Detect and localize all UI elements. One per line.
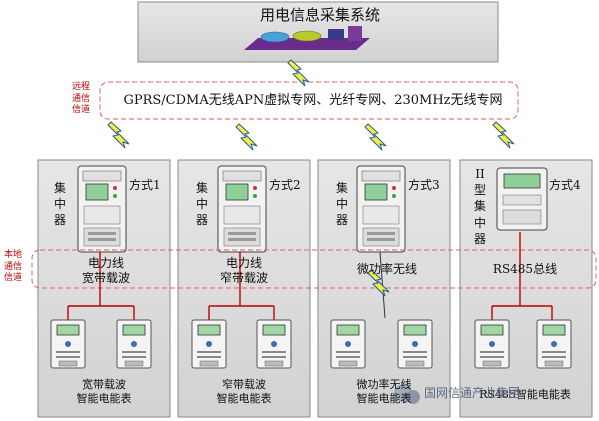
- meter-icon: [50, 319, 86, 369]
- watermark-logo: [394, 384, 420, 404]
- method-label-1: 方式1: [129, 178, 161, 192]
- concentrator-label-2: 集 中 器: [196, 181, 209, 228]
- lightning-icon: [287, 59, 310, 87]
- meter-label-1: 宽带载波 智能电能表: [76, 378, 132, 405]
- meter-icon: [116, 319, 152, 369]
- server-icons: [244, 26, 370, 50]
- concentrator-label-4: II 型 集 中 器: [474, 167, 487, 246]
- channel-label-2: 电力线 窄带载波: [219, 256, 268, 285]
- local-channel-label: 本地 通信 信道: [4, 250, 23, 284]
- system-box: [137, 1, 499, 63]
- concentrator-label-3: 集 中 器: [336, 181, 349, 228]
- bus-lines: [67, 232, 553, 320]
- channel-label-4: RS485总线: [492, 262, 558, 276]
- concentrator-icon: [77, 165, 127, 253]
- meter-label-4: RS485智能电能表: [479, 388, 571, 401]
- local-channel-box: [31, 249, 597, 289]
- meter-icon: [330, 319, 366, 369]
- meter-icon: [536, 319, 572, 369]
- meter-icon: [191, 319, 227, 369]
- lightning-icon: [235, 123, 258, 151]
- concentrator-icon: [356, 165, 406, 253]
- lightning-icon: [364, 123, 387, 151]
- meter-icon: [256, 319, 292, 369]
- channel-label-3: 微功率无线: [356, 262, 417, 276]
- method-label-2: 方式2: [269, 178, 301, 192]
- method-label-4: 方式4: [549, 178, 581, 192]
- meter-label-3: 微功率无线 智能电能表: [356, 378, 412, 405]
- meter-label-2: 窄带载波 智能电能表: [216, 378, 272, 405]
- channel-label-1: 电力线 宽带载波: [81, 256, 130, 285]
- concentrator-type2-icon: [496, 167, 548, 231]
- meter-icon: [397, 319, 433, 369]
- remote-channel-label: 远程 通信 信道: [72, 82, 91, 116]
- watermark-text: 国网信通产业集团: [424, 386, 521, 400]
- system-title: 用电信息采集系统: [259, 6, 380, 24]
- method-label-3: 方式3: [408, 178, 440, 192]
- concentrator-label-1: 集 中 器: [54, 181, 67, 228]
- remote-network-text: GPRS/CDMA无线APN虚拟专网、光纤专网、230MHz无线专网: [123, 93, 503, 108]
- meter-icon: [474, 319, 510, 369]
- lightning-icon: [107, 121, 130, 149]
- concentrator-icon: [217, 165, 267, 253]
- lightning-icon: [492, 121, 515, 149]
